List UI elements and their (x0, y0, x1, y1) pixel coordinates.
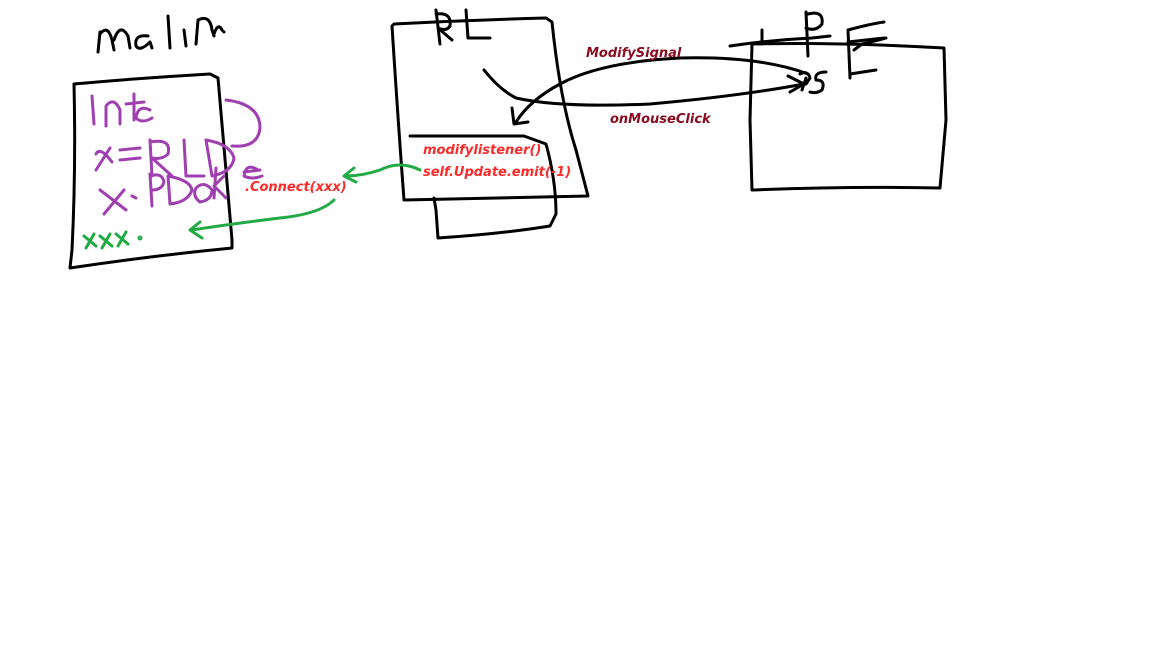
main-handwritten-code (90, 92, 264, 216)
modify-signal-label: ModifySignal (586, 46, 682, 61)
main-title-handwriting (96, 14, 226, 54)
modify-signal-arrow (482, 68, 806, 107)
pe-title-handwriting (804, 10, 886, 80)
modify-listener-label: modifylistener() (423, 143, 542, 158)
rl-title-handwriting (434, 8, 492, 46)
main-xxx-handwriting (82, 230, 143, 250)
connect-label: .Connect(xxx) (245, 180, 347, 195)
rl-box-back (408, 134, 558, 240)
main-box (68, 72, 234, 270)
on-mouse-click-label: onMouseClick (610, 112, 711, 127)
connect-arrow (344, 163, 422, 178)
callback-arrow (190, 198, 336, 232)
self-update-emit-label: self.Update.emit(-1) (423, 165, 572, 180)
on-mouse-click-arrow (514, 56, 810, 124)
rl-box-front (390, 16, 590, 202)
